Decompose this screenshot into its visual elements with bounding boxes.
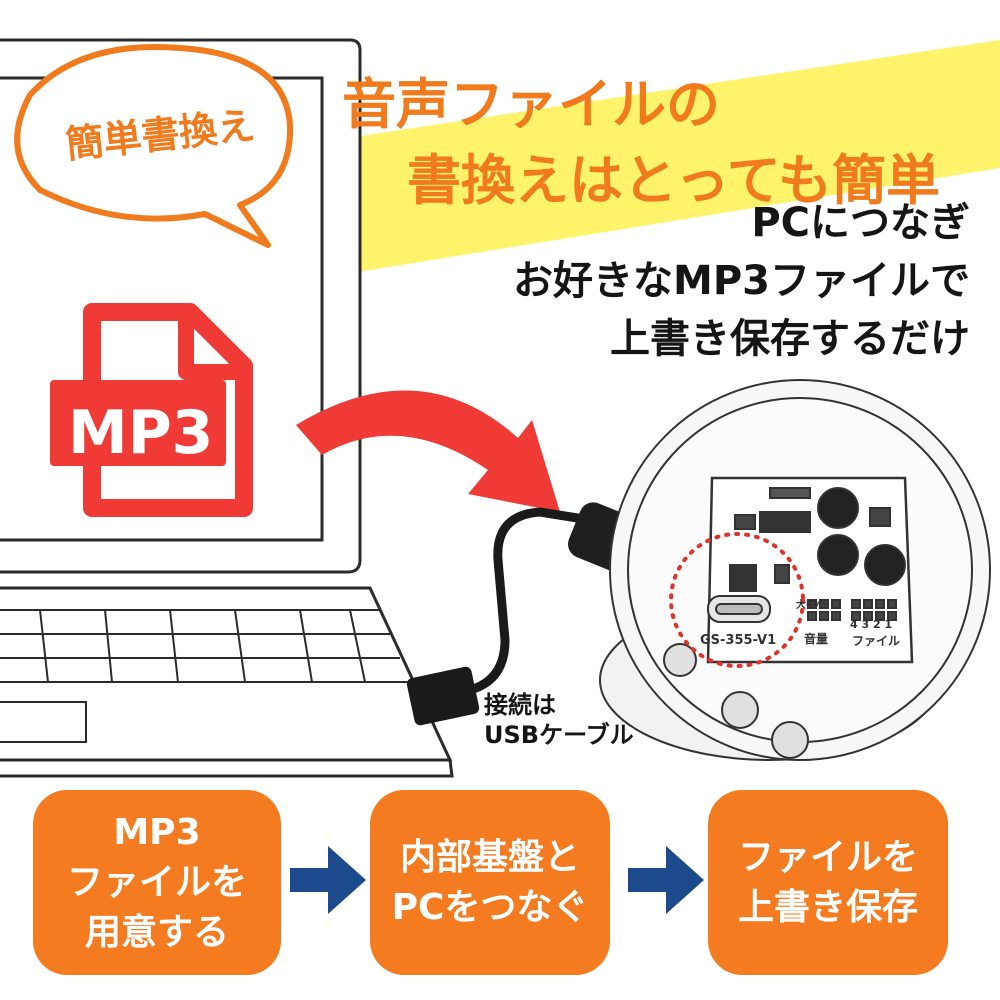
step-3-line-2: 上書き保存 [737, 886, 918, 928]
step-1-line-2: ファイルを [66, 861, 247, 903]
board-volume-marks: 大中小 [796, 600, 826, 611]
instruction-line-1: PCにつなぎ [751, 200, 970, 246]
step-1-line-3: 用意する [84, 911, 229, 953]
speech-bubble [14, 44, 294, 248]
step-3-box: ファイルを 上書き保存 [708, 790, 948, 975]
flow-arrow-icon [628, 846, 704, 914]
flow-arrow-icon [290, 846, 366, 914]
curved-arrow-icon [296, 390, 560, 512]
step-2-line-2: PCをつなぐ [391, 886, 589, 928]
cable-label-line-1: 接続は [484, 691, 556, 719]
step-2-line-1: 内部基盤と [399, 836, 580, 878]
instruction-line-3: 上書き保存するだけ [610, 316, 970, 362]
headline-line-1: 音声ファイルの [342, 73, 720, 136]
cable-label: 接続は USBケーブル [484, 690, 634, 750]
usb-port-highlight [669, 532, 805, 668]
board-file-label: ファイル [852, 634, 901, 648]
headline-line-2: 書換えはとっても簡単 [407, 149, 940, 212]
step-3-line-1: ファイルを [737, 836, 918, 878]
board-volume-label: 音量 [804, 632, 829, 646]
step-1-line-1: MP3 [113, 811, 201, 853]
speaker-device [599, 379, 991, 761]
board-file-numbers: 4 3 2 1 [850, 618, 893, 631]
board-model-label: GS-355-V1 [700, 633, 777, 648]
step-2-box: 内部基盤と PCをつなぐ [370, 790, 610, 975]
file-icon-label: MP3 [68, 398, 214, 468]
cable-label-line-2: USBケーブル [484, 721, 634, 749]
step-1-box: MP3 ファイルを 用意する [33, 790, 281, 975]
file-icon [50, 303, 253, 517]
instruction-line-2: お好きなMP3ファイルで [513, 258, 970, 304]
